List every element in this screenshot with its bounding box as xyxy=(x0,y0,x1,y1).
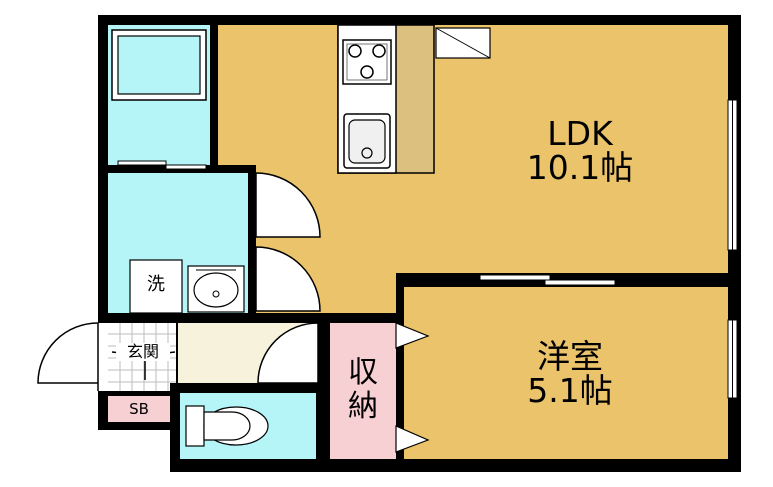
hallway-door-swing[interactable] xyxy=(255,246,321,312)
entrance-label: 玄関 xyxy=(116,343,170,361)
western-room-floor xyxy=(404,287,728,459)
front-door-swing[interactable] xyxy=(37,322,108,391)
storage-label-2: 納 xyxy=(348,389,378,424)
ldk-size: 10.1帖 xyxy=(526,148,634,187)
storage-folding-door[interactable] xyxy=(395,322,430,453)
bathtub xyxy=(111,29,207,101)
washroom-door-swing[interactable] xyxy=(255,172,321,238)
washbasin-icon xyxy=(187,265,245,313)
storage-floor xyxy=(330,323,396,459)
kitchen-sink-icon xyxy=(343,113,391,169)
toilet-door-swing[interactable] xyxy=(257,322,319,384)
toilet-icon xyxy=(185,405,269,447)
refrigerator-space xyxy=(435,27,491,59)
shoebox-label: SB xyxy=(129,400,149,418)
washer-label: 洗 xyxy=(147,274,165,295)
washing-machine-space xyxy=(129,259,183,314)
shoebox-floor xyxy=(108,396,170,422)
western-room-window xyxy=(727,319,738,399)
ldk-window xyxy=(727,99,738,251)
western-room-sliding-door[interactable] xyxy=(479,274,616,286)
western-room-size: 5.1帖 xyxy=(527,371,613,410)
western-room-label: 洋室 xyxy=(537,337,603,376)
gas-stove-icon xyxy=(342,39,392,85)
storage-label-1: 収 xyxy=(348,355,378,390)
bathroom-sliding-door[interactable] xyxy=(117,160,207,170)
ldk-label: LDK xyxy=(547,114,613,153)
